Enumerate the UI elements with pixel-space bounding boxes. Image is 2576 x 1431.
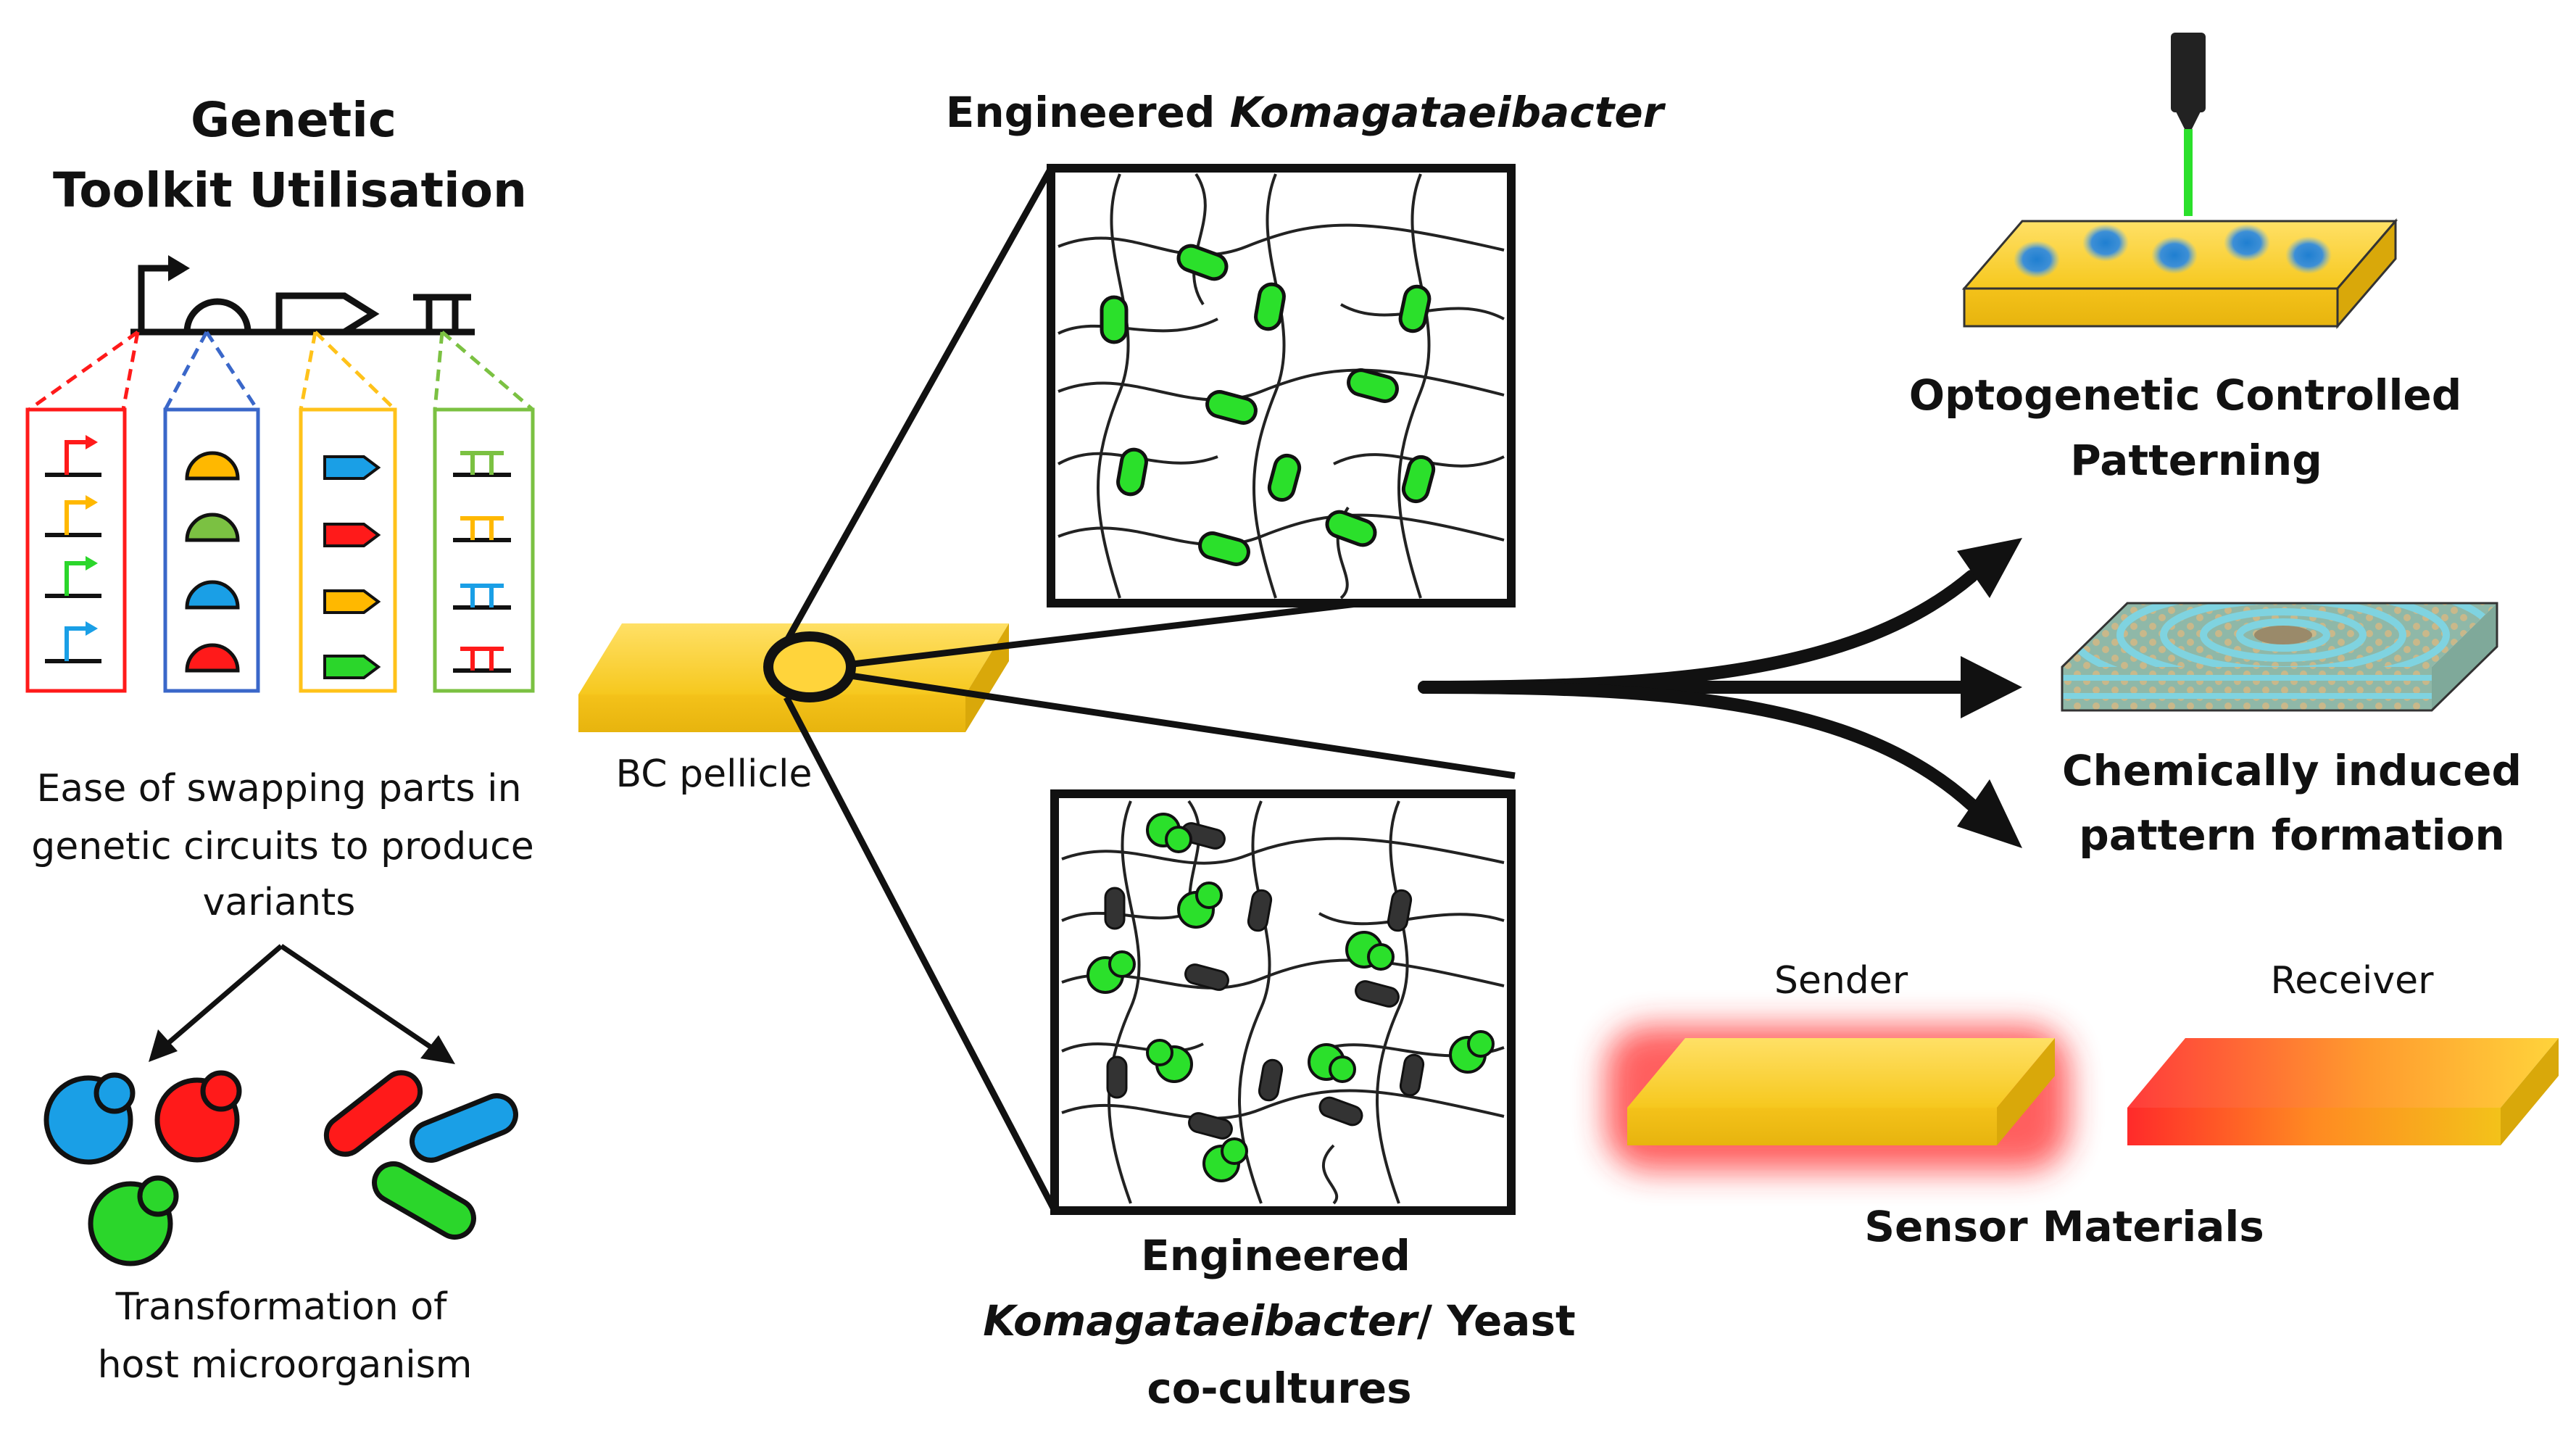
swap-text-line1: Ease of swapping parts in [36,767,521,810]
promoter-parts-box [25,407,127,693]
transform-text-line1: Transformation of [115,1285,448,1329]
opto-slab [1961,217,2398,330]
zoom-lines [784,166,1516,1213]
cds-parts-box [299,407,397,693]
bottom-box-title-line2: Komagataeibacter/ Yeast [983,1296,1575,1345]
promoter-variants [45,435,101,663]
yeast-bottom [1087,813,1495,1182]
zoom-circle [763,631,856,702]
bacteria-cells [323,1070,518,1240]
top-box-title-regular: Engineered [946,88,1230,137]
arrowhead-left [149,1029,178,1062]
arrowhead-right [420,1035,455,1064]
pellicle-panel: BC pellicle Engineered Komagataeibacter [578,88,1666,1413]
rbs-parts-box [163,407,260,693]
arrowhead-middle [1961,656,2022,718]
bottom-box-title-rest: / Yeast [1417,1296,1576,1345]
branch-arrows [1418,570,1978,811]
cds-variants [323,455,381,679]
pellicle-label: BC pellicle [616,752,813,796]
genetic-construct [130,255,475,336]
swap-text-line2: genetic circuits to produce [31,825,534,868]
chemical-slab [2061,602,2498,712]
swap-text-line3: variants [203,881,356,924]
top-zoom-box [1047,164,1516,607]
receiver-label: Receiver [2271,959,2435,1003]
toolkit-panel: Genetic Toolkit Utilisation [25,92,535,1387]
chem-label-line2: pattern formation [2079,810,2505,860]
chem-label-line1: Chemically induced [2062,746,2522,795]
bacteria-top [1100,244,1436,566]
toolkit-title-line2: Toolkit Utilisation [53,162,527,218]
sender-slab [1605,1026,2069,1171]
top-box-title-italic: Komagataeibacter [1230,88,1666,137]
toolkit-title-line1: Genetic [191,92,396,148]
bottom-box-title-line3: co-cultures [1147,1364,1411,1413]
opto-label-line2: Patterning [2070,436,2322,485]
cellulose-fibers-bottom [1061,800,1505,1205]
yeast-cells [43,1070,242,1266]
bottom-box-title-line1: Engineered [1141,1231,1410,1280]
arrowhead-up [1957,538,2022,598]
sensor-label: Sensor Materials [1864,1202,2264,1251]
terminator-parts-box [433,407,535,693]
opto-label-line1: Optogenetic Controlled [1909,370,2462,420]
transform-arrows [161,944,444,1057]
terminator-variants [453,451,511,673]
arrowhead-down [1957,779,2022,848]
bottom-box-title-italic: Komagataeibacter [983,1296,1419,1345]
sender-label: Sender [1774,959,1908,1003]
rbs-variants [185,451,240,673]
bottom-zoom-box [1050,789,1516,1215]
laser-device [2171,33,2206,216]
applications-panel: Optogenetic Controlled Patterning Chemic… [1418,33,2559,1251]
projection-lines [28,330,534,412]
transform-text-line2: host microorganism [98,1343,473,1387]
receiver-slab [2127,1038,2559,1145]
top-box-title: Engineered Komagataeibacter [946,88,1666,137]
light-pattern-spots [2014,224,2332,278]
bacteria-bottom [1104,822,1425,1140]
